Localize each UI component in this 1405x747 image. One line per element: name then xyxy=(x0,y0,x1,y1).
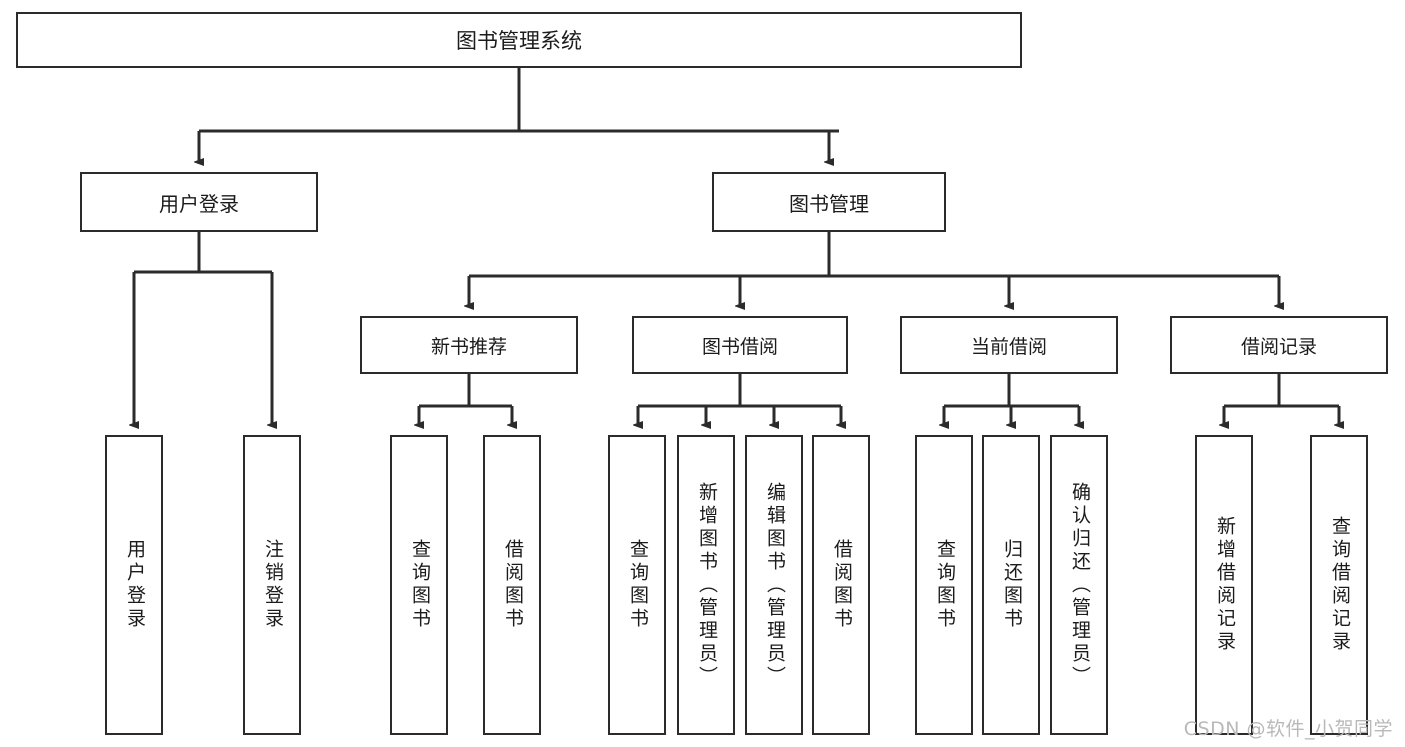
node-book-management[interactable]: 图书管理 xyxy=(712,172,946,232)
node-borrow-record[interactable]: 借阅记录 xyxy=(1170,316,1388,374)
leaf-query-borrow-record[interactable]: 查询借阅记录 xyxy=(1310,435,1368,735)
leaf-query-borrow-record-label: 查询借阅记录 xyxy=(1328,516,1351,654)
leaf-add-book-admin-label: 新增图书（管理员） xyxy=(695,481,718,689)
leaf-confirm-return-admin-label: 确认归还（管理员） xyxy=(1068,481,1091,689)
leaf-return-book-label: 归还图书 xyxy=(1000,539,1023,631)
leaf-borrow-book-label: 借阅图书 xyxy=(830,539,853,631)
node-new-book-recommend[interactable]: 新书推荐 xyxy=(360,316,578,374)
leaf-borrow-book-recommend[interactable]: 借阅图书 xyxy=(483,435,541,735)
leaf-query-book-recommend[interactable]: 查询图书 xyxy=(390,435,448,735)
leaf-confirm-return-admin[interactable]: 确认归还（管理员） xyxy=(1050,435,1108,735)
leaf-add-borrow-record[interactable]: 新增借阅记录 xyxy=(1195,435,1253,735)
leaf-logout[interactable]: 注销登录 xyxy=(243,435,301,735)
node-user-login[interactable]: 用户登录 xyxy=(80,172,318,232)
node-borrow-record-label: 借阅记录 xyxy=(1240,335,1317,358)
leaf-user-login[interactable]: 用户登录 xyxy=(105,435,163,735)
leaf-logout-label: 注销登录 xyxy=(261,539,284,631)
leaf-edit-book-admin[interactable]: 编辑图书（管理员） xyxy=(745,435,803,735)
node-user-login-label: 用户登录 xyxy=(159,191,239,216)
leaf-borrow-book[interactable]: 借阅图书 xyxy=(812,435,870,735)
node-new-book-recommend-label: 新书推荐 xyxy=(430,335,507,358)
node-root[interactable]: 图书管理系统 xyxy=(16,12,1022,68)
node-current-borrow[interactable]: 当前借阅 xyxy=(900,316,1118,374)
watermark-text: CSDN @软件_小贺同学 xyxy=(1183,718,1393,740)
leaf-edit-book-admin-label: 编辑图书（管理员） xyxy=(763,481,786,689)
node-book-management-label: 图书管理 xyxy=(789,191,869,216)
leaf-query-book-borrow[interactable]: 查询图书 xyxy=(608,435,666,735)
leaf-add-borrow-record-label: 新增借阅记录 xyxy=(1213,516,1236,654)
leaf-return-book[interactable]: 归还图书 xyxy=(982,435,1040,735)
leaf-borrow-book-recommend-label: 借阅图书 xyxy=(501,539,524,631)
node-current-borrow-label: 当前借阅 xyxy=(970,335,1047,358)
leaf-query-book-current-label: 查询图书 xyxy=(933,539,956,631)
node-root-label: 图书管理系统 xyxy=(456,29,582,53)
leaf-query-book-borrow-label: 查询图书 xyxy=(626,539,649,631)
node-book-borrow-label: 图书借阅 xyxy=(701,335,778,358)
node-book-borrow[interactable]: 图书借阅 xyxy=(632,316,848,374)
leaf-add-book-admin[interactable]: 新增图书（管理员） xyxy=(677,435,735,735)
leaf-user-login-label: 用户登录 xyxy=(123,539,146,631)
leaf-query-book-current[interactable]: 查询图书 xyxy=(915,435,973,735)
leaf-query-book-recommend-label: 查询图书 xyxy=(408,539,431,631)
